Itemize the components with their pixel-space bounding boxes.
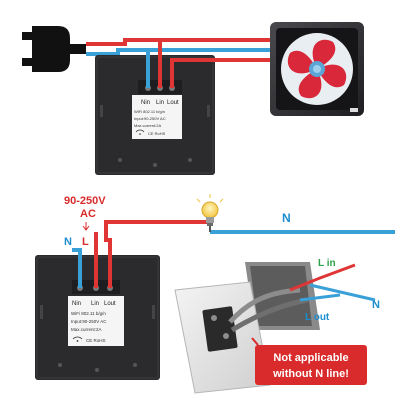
- bottom-lout-to-bulb: [104, 220, 210, 232]
- bottom-spec-line2: Input:90-250V AC: [71, 319, 107, 324]
- bottom-neutral-wire: [72, 248, 82, 288]
- top-switch-panel: Nin Lin Lout WiFi 802.11 b/g/n Input:90-…: [95, 55, 215, 175]
- bottom-terminal-nin: Nin: [72, 301, 81, 307]
- wifi-icon: [72, 336, 83, 342]
- top-spec-line1: WiFi 802.11 b/g/n: [134, 109, 165, 114]
- bottom-diagram: 90-250V AC N L N Nin Lin: [35, 194, 395, 394]
- warning-line2: without N line!: [272, 368, 349, 380]
- power-plug-icon: [22, 26, 86, 72]
- light-bulb-icon: [196, 194, 224, 226]
- top-live-into-lin: [155, 38, 162, 88]
- neutral-label-right: N: [282, 211, 291, 225]
- wall-neutral-wire: [309, 283, 376, 302]
- bottom-spec-line3: Max.current:2A: [71, 327, 102, 332]
- wall-lout-label: L out: [305, 312, 330, 323]
- live-label-left: L: [82, 236, 89, 248]
- wall-live-in-wire: [289, 263, 356, 292]
- bottom-lout-wire: [104, 232, 112, 288]
- top-neutral-into-nin: [118, 48, 150, 88]
- wall-lout-wire: [299, 293, 341, 302]
- bottom-terminal-lin: Lin: [91, 301, 99, 307]
- wifi-icon: [135, 129, 145, 135]
- bottom-spec-line1: WiFi 802.11 b/g/n: [71, 311, 106, 316]
- top-diagram: Nin Lin Lout WiFi 802.11 b/g/n Input:90-…: [22, 22, 364, 175]
- warning-box: Not applicable without N line!: [251, 337, 367, 385]
- top-terminal-lin: Lin: [156, 100, 164, 106]
- top-terminal-lout: Lout: [167, 100, 179, 106]
- top-spec-line3: Max.current:2A: [134, 123, 161, 128]
- bottom-terminal-lout: Lout: [104, 301, 116, 307]
- exhaust-fan-icon: [270, 22, 364, 116]
- top-cert-marks: CE RoHS: [148, 131, 166, 136]
- top-spec-line2: Input:90-250V AC: [134, 116, 166, 121]
- top-terminal-nin: Nin: [141, 100, 150, 106]
- wall-lin-label: L in: [318, 258, 336, 269]
- bottom-cert-marks: CE RoHS: [86, 338, 106, 343]
- top-live-wire-plug: [86, 38, 272, 46]
- wall-switch-photo: [174, 262, 320, 394]
- neutral-label-left: N: [64, 236, 72, 248]
- top-neutral-wire-plug: [86, 48, 272, 56]
- wall-n-label: N: [372, 299, 380, 311]
- ac-label: AC: [80, 208, 96, 220]
- warning-line1: Not applicable: [273, 352, 348, 364]
- voltage-label: 90-250V: [64, 195, 106, 207]
- top-lout-to-fan: [170, 58, 272, 88]
